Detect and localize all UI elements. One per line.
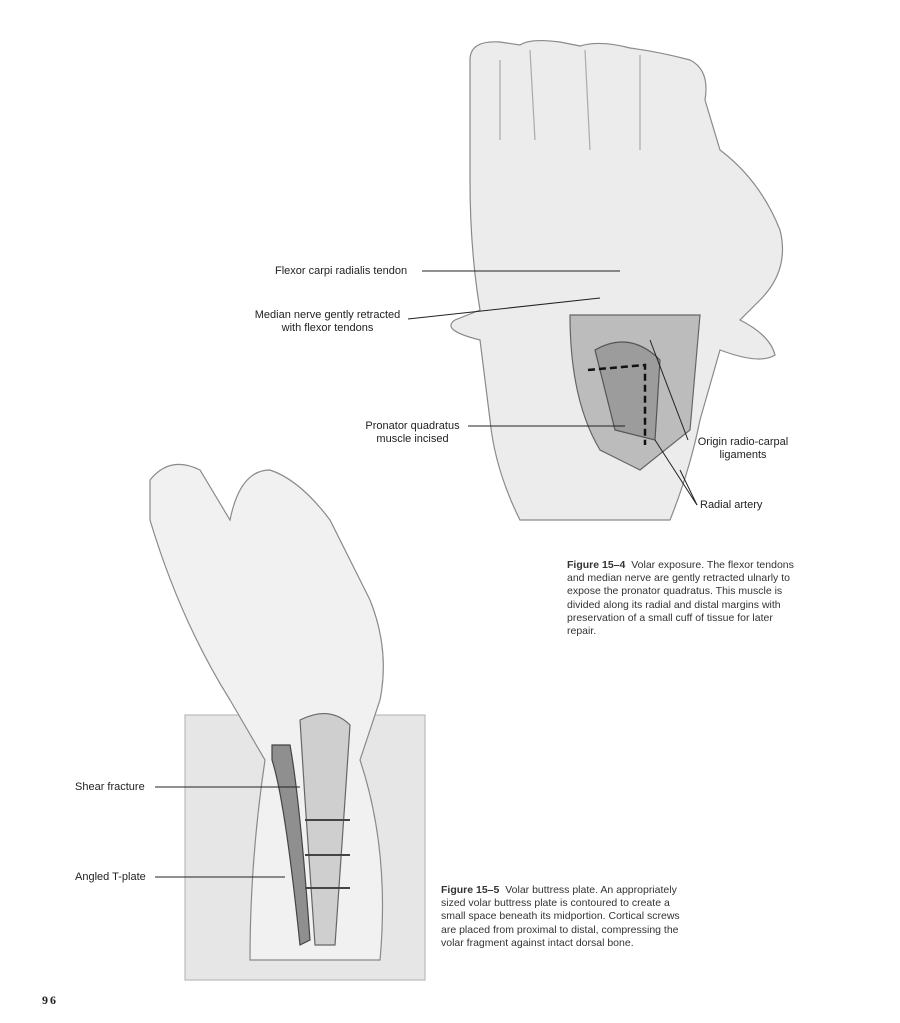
leader-lines	[155, 270, 698, 878]
figure-15-5-caption: Figure 15–5 Volar buttress plate. An app…	[441, 884, 696, 950]
label-shear-fracture: Shear fracture	[75, 781, 145, 793]
label-median-nerve: Median nerve gently retracted with flexo…	[250, 309, 405, 335]
figure-15-4-caption: Figure 15–4 Volar exposure. The flexor t…	[567, 559, 797, 638]
label-line: Median nerve gently retracted	[254, 309, 401, 321]
label-line: ligaments	[719, 449, 767, 461]
page-number: 96	[42, 993, 58, 1007]
caption-text: Volar buttress plate. An appropriately s…	[441, 884, 680, 949]
label-radial-artery: Radial artery	[700, 499, 763, 511]
label-line: Pronator quadratus	[365, 420, 460, 432]
label-flexor-carpi-radialis: Flexor carpi radialis tendon	[275, 265, 408, 277]
label-line: Origin radio-carpal	[697, 436, 789, 448]
caption-text: Volar exposure. The flexor tendons and m…	[567, 559, 794, 638]
label-pronator-quadratus: Pronator quadratus muscle incised	[360, 420, 465, 446]
label-angled-t-plate: Angled T-plate	[75, 871, 146, 883]
label-line: with flexor tendons	[281, 322, 374, 334]
label-line: muscle incised	[376, 433, 449, 445]
figure-15-5-illustration	[149, 463, 426, 981]
caption-title: Figure 15–5	[441, 884, 500, 896]
caption-title: Figure 15–4	[567, 559, 626, 571]
figure-15-4-illustration	[450, 39, 784, 521]
label-origin-radio-carpal: Origin radio-carpal ligaments	[688, 436, 798, 462]
